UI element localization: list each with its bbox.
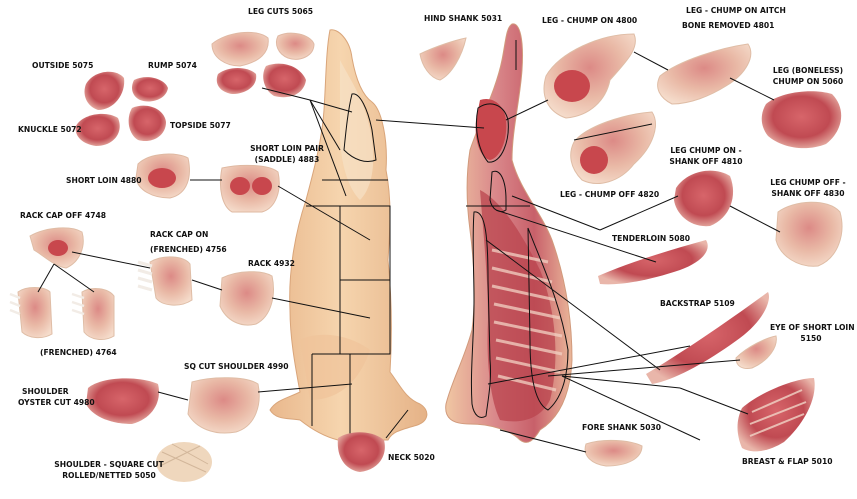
cut-shoulder-oyster [86,378,159,424]
label-leg-chump-off: LEG - CHUMP OFF 4820 [560,190,660,199]
label-leg-chump-on: LEG - CHUMP ON 4800 [542,16,638,25]
carcass-outside [269,29,428,441]
cut-rack-cap-off [29,227,84,269]
cut-hind-shank [419,37,467,81]
cut-short-loin [135,153,190,199]
label-rack-cap-on-line2: (FRENCHED) 4756 [150,245,227,254]
label-hind-shank: HIND SHANK 5031 [424,14,503,23]
label-shoulder-square-line2: ROLLED/NETTED 5050 [62,471,156,480]
cut-leg-chump-on-shank-off [570,111,656,184]
label-topside: TOPSIDE 5077 [170,121,231,130]
cut-fore-shank [584,439,643,467]
cut-leg-aitch-removed [657,43,752,105]
label-leg-chump-on-shank-off-line1: LEG CHUMP ON - [670,146,742,155]
cut-sq-shoulder [187,377,260,434]
label-rump: RUMP 5074 [148,61,197,70]
label-eye-short-loin-line1: EYE OF SHORT LOIN [770,323,855,332]
cut-leg-cuts [211,31,315,98]
label-backstrap: BACKSTRAP 5109 [660,299,735,308]
cut-backstrap [646,292,769,384]
cut-rack [219,271,274,326]
cut-neck [337,432,385,472]
cut-short-loin-pair [219,164,280,213]
label-outside: OUTSIDE 5075 [32,61,94,70]
label-shoulder-oyster-line2: OYSTER CUT 4980 [18,398,95,407]
label-shoulder-oyster-line1: SHOULDER [22,387,69,396]
cut-shoulder-rolled [156,442,212,482]
leader-lines [37,40,781,453]
label-leg-boneless-line2: CHUMP ON 5060 [772,77,844,86]
cut-rack-cap-on [137,256,193,306]
label-rack-cap-off: RACK CAP OFF 4748 [20,211,107,220]
label-rack: RACK 4932 [248,259,295,268]
carcass-inside [445,23,573,443]
label-leg-chump-on-shank-off-line2: SHANK OFF 4810 [669,157,743,166]
cut-rack-frenched [9,287,115,340]
label-short-loin: SHORT LOIN 4880 [66,176,142,185]
label-knuckle: KNUCKLE 5072 [18,125,82,134]
cut-eye-short-loin [735,335,777,369]
label-breast-flap: BREAST & FLAP 5010 [742,457,833,466]
label-eye-short-loin-line2: 5150 [800,334,822,343]
label-sq-cut-shoulder: SQ CUT SHOULDER 4990 [184,362,289,371]
cut-leg-chump-on [543,33,636,119]
label-fore-shank: FORE SHANK 5030 [582,423,662,432]
cut-leg-boneless [761,91,842,149]
label-shoulder-square-line1: SHOULDER - SQUARE CUT [54,460,164,469]
cut-tenderloin [598,240,708,285]
label-short-loin-pair-line2: (SADDLE) 4883 [254,155,320,164]
label-leg-chump-off-shank-off-line2: SHANK OFF 4830 [771,189,845,198]
region-outlines [306,93,569,440]
label-tenderloin: TENDERLOIN 5080 [612,234,691,243]
label-rack-frenched: (FRENCHED) 4764 [40,348,117,357]
cut-leg-chump-off [674,170,734,227]
label-leg-chump-aitch-line2: BONE REMOVED 4801 [682,21,775,30]
label-leg-chump-aitch-line1: LEG - CHUMP ON AITCH [686,6,786,15]
cut-breast-flap [737,378,815,452]
label-leg-chump-off-shank-off-line1: LEG CHUMP OFF - [770,178,846,187]
label-short-loin-pair-line1: SHORT LOIN PAIR [250,144,324,153]
cut-leg-chump-off-shank-off [775,201,843,267]
label-leg-cuts: LEG CUTS 5065 [248,7,314,16]
label-rack-cap-on-line1: RACK CAP ON [150,230,209,239]
label-neck: NECK 5020 [388,453,435,462]
cut-leg-muscles [75,71,168,146]
label-leg-boneless-line1: LEG (BONELESS) [772,66,844,75]
